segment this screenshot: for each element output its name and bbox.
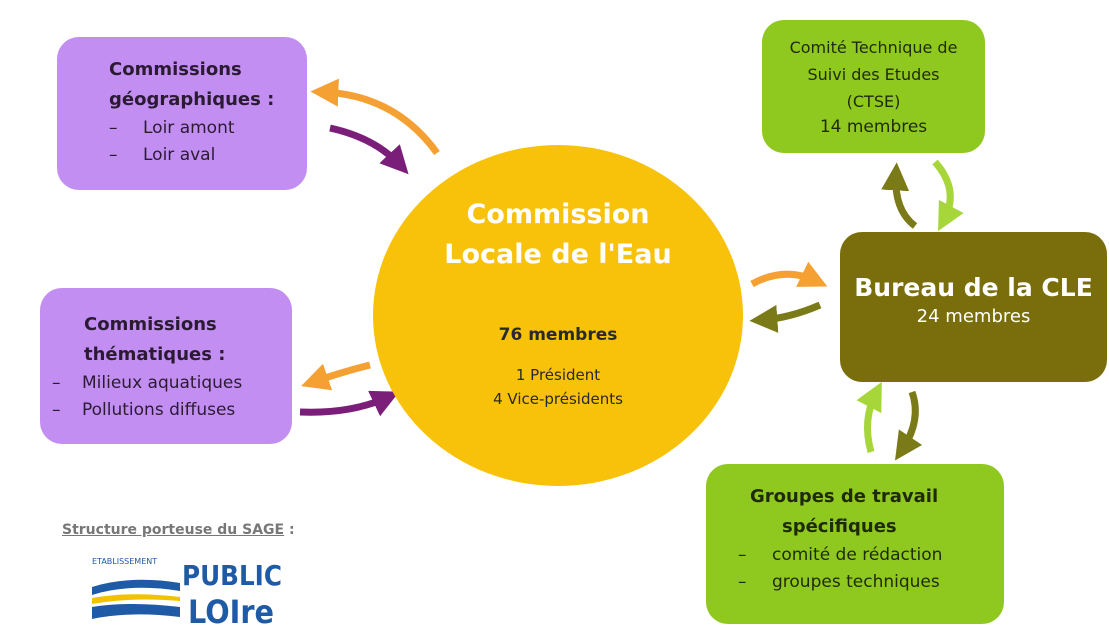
geo-title-line1: Commissions	[109, 59, 242, 80]
logo-top-text: ETABLISSEMENT	[92, 557, 157, 566]
ctse-line2: Suivi des Etudes	[807, 65, 940, 84]
theme-title-line2: thématiques :	[84, 344, 226, 365]
arrow-groupes-to-bureau	[856, 381, 882, 453]
geo-title-line2: géographiques :	[109, 89, 275, 110]
arrow-cle-to-bureau	[750, 261, 828, 288]
structure-porteuse-label: Structure porteuse du SAGE :	[62, 522, 295, 538]
arrow-geo-to-cle	[329, 124, 409, 175]
theme-item: –Pollutions diffuses	[52, 400, 236, 420]
groupes-item: –comité de rédaction	[738, 545, 943, 565]
groupes-title-line2: spécifiques	[782, 516, 897, 537]
cle-title-line1: Commission	[466, 199, 650, 230]
bureau-cle-box: Bureau de la CLE 24 membres	[840, 232, 1107, 382]
arrow-cle-to-theme	[301, 361, 371, 391]
ctse-line1: Comité Technique de	[789, 38, 958, 57]
logo-wave-2	[92, 594, 180, 604]
ctse-line3: (CTSE)	[846, 92, 901, 111]
arrow-bureau-to-groupes	[895, 390, 923, 461]
arrow-ctse-to-bureau	[932, 159, 964, 232]
logo-word2: LOIre	[188, 593, 274, 627]
geo-item: –Loir amont	[109, 118, 235, 138]
ctse-members: 14 membres	[819, 117, 928, 137]
commissions-geographiques-box: Commissions géographiques : –Loir amont …	[57, 37, 307, 190]
arrow-bureau-to-ctse	[881, 162, 918, 229]
bureau-title: Bureau de la CLE	[854, 273, 1093, 302]
cle-title-line2: Locale de l'Eau	[444, 239, 672, 270]
bureau-members: 24 membres	[916, 306, 1031, 327]
logo-wave-3	[92, 604, 180, 619]
geo-item: –Loir aval	[109, 145, 216, 165]
cle-members: 76 membres	[498, 325, 618, 345]
commissions-thematiques-box: Commissions thématiques : –Milieux aquat…	[40, 288, 292, 444]
groupes-title-line1: Groupes de travail	[750, 486, 939, 507]
cle-president: 1 Président	[515, 366, 601, 384]
etablissement-public-loire-logo: ETABLISSEMENT PUBLIC LOIre	[92, 557, 282, 627]
logo-word1: PUBLIC	[182, 559, 282, 592]
cle-vice-presidents: 4 Vice-présidents	[493, 390, 623, 408]
arrow-theme-to-cle	[299, 390, 400, 417]
logo-wave-1	[92, 579, 180, 595]
commission-locale-eau-circle: Commission Locale de l'Eau 76 membres 1 …	[373, 145, 743, 486]
theme-item: –Milieux aquatiques	[52, 373, 243, 393]
groupes-travail-box: Groupes de travail spécifiques –comité d…	[706, 464, 1004, 624]
arrow-bureau-to-cle	[749, 301, 822, 333]
arrow-cle-to-geo	[310, 78, 440, 156]
ctse-box: Comité Technique de Suivi des Etudes (CT…	[762, 20, 985, 153]
groupes-item: –groupes techniques	[738, 572, 940, 592]
theme-title-line1: Commissions	[84, 314, 217, 335]
